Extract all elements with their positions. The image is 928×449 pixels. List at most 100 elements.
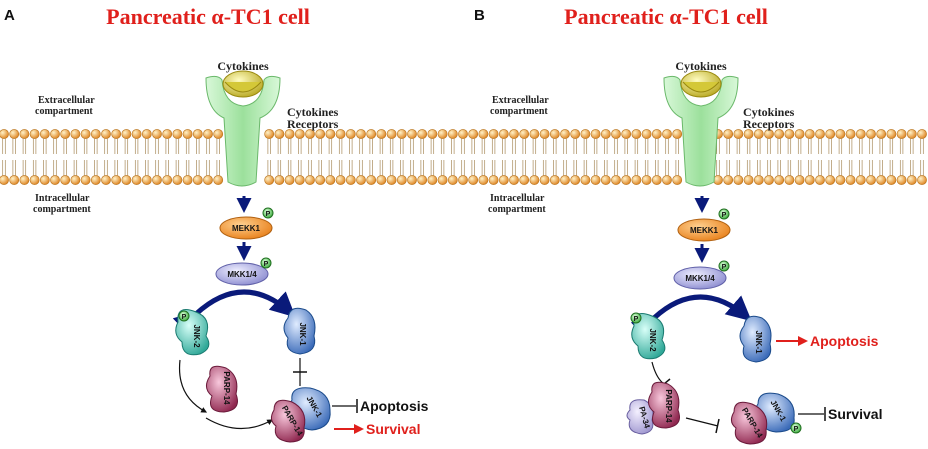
lipid-head [417, 129, 428, 139]
lipid-head [274, 175, 285, 185]
lipid-head [723, 129, 734, 139]
lipid-head [264, 175, 275, 185]
lipid-head [131, 129, 142, 139]
lipid-head [845, 175, 856, 185]
lipid-head [29, 175, 40, 185]
lipid-head [386, 175, 397, 185]
lipid-head [590, 175, 601, 185]
lipid-head [509, 175, 519, 185]
lipid-head [509, 129, 519, 139]
b-receptors-label-line1: Cytokines [743, 105, 795, 119]
b-phospho-complex: P [790, 422, 802, 434]
jnk1-node: JNK-1 [283, 307, 316, 355]
lipid-head [866, 129, 876, 139]
lipid-head [315, 175, 326, 185]
b-extracellular-label-line1: Extracellular [492, 95, 549, 106]
lipid-head [50, 175, 60, 185]
lipid-head [560, 129, 570, 139]
intracellular-label-line1: Intracellular [35, 193, 90, 204]
svg-text:P: P [266, 211, 271, 218]
lipid-head [896, 129, 907, 139]
lipid-head [376, 129, 387, 139]
lipid-head [886, 129, 897, 139]
mekk1-label: MEKK1 [232, 224, 261, 233]
lipid-head [764, 175, 774, 185]
lipid-head [774, 175, 785, 185]
lipid-head [641, 129, 652, 139]
b-parp14-label: PARP-14 [664, 389, 673, 423]
lipid-head [549, 129, 560, 139]
lipid-head [345, 129, 356, 139]
lipid-head [600, 175, 611, 185]
lipid-head [274, 129, 285, 139]
lipid-head [366, 175, 377, 185]
lipid-head [162, 175, 173, 185]
lipid-head [417, 175, 428, 185]
lipid-head [386, 129, 397, 139]
svg-text:P: P [794, 426, 799, 433]
lipid-head [468, 129, 479, 139]
lipid-head [917, 129, 927, 139]
lipid-head [906, 175, 917, 185]
lipid-head [855, 175, 866, 185]
lipid-head [356, 175, 366, 185]
parp14-node: PARP-14 [206, 365, 238, 413]
lipid-head [845, 129, 856, 139]
lipid-head [611, 129, 621, 139]
lipid-head [305, 129, 315, 139]
lipid-head [325, 175, 336, 185]
lipid-head [458, 175, 468, 185]
b-parp14-to-complex-inhibit-line [685, 417, 719, 427]
lipid-head [580, 129, 591, 139]
mekk1-node: MEKK1 [219, 216, 273, 240]
lipid-head [498, 175, 509, 185]
lipid-head [141, 175, 152, 185]
b-mekk1-label: MEKK1 [690, 226, 719, 235]
jnk2-to-parp14-arrow [178, 359, 208, 413]
svg-text:P: P [722, 212, 727, 219]
lipid-head [662, 175, 672, 185]
lipid-head [0, 129, 9, 139]
lipid-head [152, 129, 162, 139]
lipid-head [672, 129, 683, 139]
lipid-head [111, 129, 122, 139]
panel-b: B Pancreatic α-TC1 cell Extracellular co… [474, 4, 882, 445]
lipid-head [651, 175, 662, 185]
lipid-head [733, 129, 744, 139]
lipid-head [345, 175, 356, 185]
lipid-head [896, 175, 907, 185]
lipid-head [519, 175, 530, 185]
cell-membrane [0, 129, 927, 185]
b-mkk-to-jnk-bidirectional-arrow [630, 294, 752, 341]
lipid-head [815, 129, 825, 139]
lipid-head [407, 175, 417, 185]
b-apoptosis-outcome: Apoptosis [810, 333, 879, 349]
lipid-head [631, 175, 642, 185]
lipid-head [764, 129, 774, 139]
lipid-head [917, 175, 927, 185]
lipid-head [427, 175, 438, 185]
lipid-head [19, 129, 30, 139]
lipid-head [458, 129, 468, 139]
lipid-head [876, 129, 887, 139]
cytokines-label: Cytokines [217, 59, 269, 73]
lipid-head [529, 175, 540, 185]
lipid-head [743, 175, 754, 185]
lipid-head [498, 129, 509, 139]
b-parp14-to-complex-inhibit-bar [715, 418, 720, 434]
lipid-head [580, 175, 591, 185]
b-intracellular-label-line1: Intracellular [490, 193, 545, 204]
lipid-head [753, 129, 764, 139]
mkk14-label: MKK1/4 [227, 270, 257, 279]
lipid-head [804, 175, 815, 185]
svg-text:P: P [722, 264, 727, 271]
lipid-head [376, 175, 387, 185]
lipid-head [835, 129, 846, 139]
lipid-head [203, 175, 213, 185]
lipid-head [549, 175, 560, 185]
lipid-head [50, 129, 60, 139]
lipid-head [437, 175, 448, 185]
lipid-head [631, 129, 642, 139]
lipid-head [141, 129, 152, 139]
